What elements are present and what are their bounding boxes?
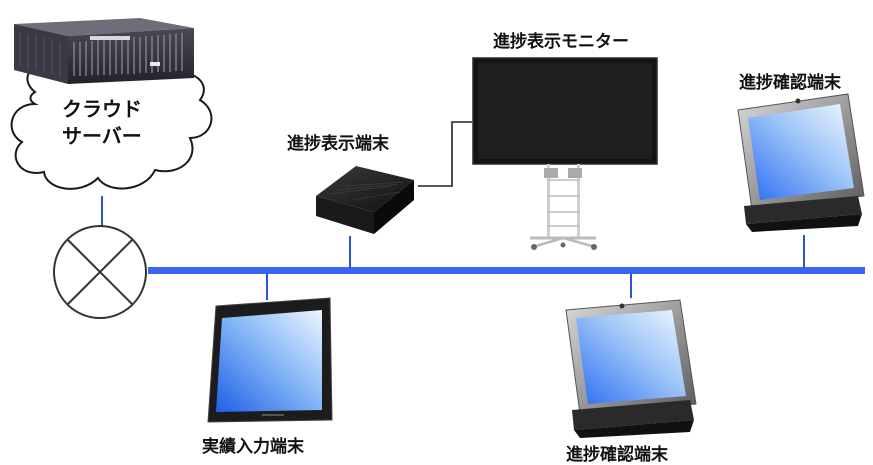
progress-display-terminal-icon <box>316 166 414 234</box>
network-backbone-line <box>148 267 865 274</box>
progress-monitor-icon <box>472 57 658 250</box>
progress-display-terminal-label: 進捗表示端末 <box>287 134 389 154</box>
monitor-connection-cable <box>418 121 472 187</box>
cloud-server-label-line1: クラウド <box>62 97 142 121</box>
progress-check-terminal-bottom-icon <box>565 299 697 438</box>
progress-check-terminal-top-icon <box>737 93 865 232</box>
cloud-server-label: クラウド サーバー <box>62 96 142 150</box>
cloud-server-label-line2: サーバー <box>62 124 142 148</box>
progress-check-terminal-bottom-label: 進捗確認端末 <box>566 445 668 465</box>
network-hub-icon <box>53 225 147 319</box>
progress-check-terminal-top-label: 進捗確認端末 <box>739 73 841 93</box>
rack-server-icon <box>14 18 194 84</box>
results-input-terminal-label: 実績入力端末 <box>202 437 304 457</box>
results-input-tablet-icon <box>207 297 333 423</box>
progress-display-monitor-label: 進捗表示モニター <box>493 32 629 52</box>
